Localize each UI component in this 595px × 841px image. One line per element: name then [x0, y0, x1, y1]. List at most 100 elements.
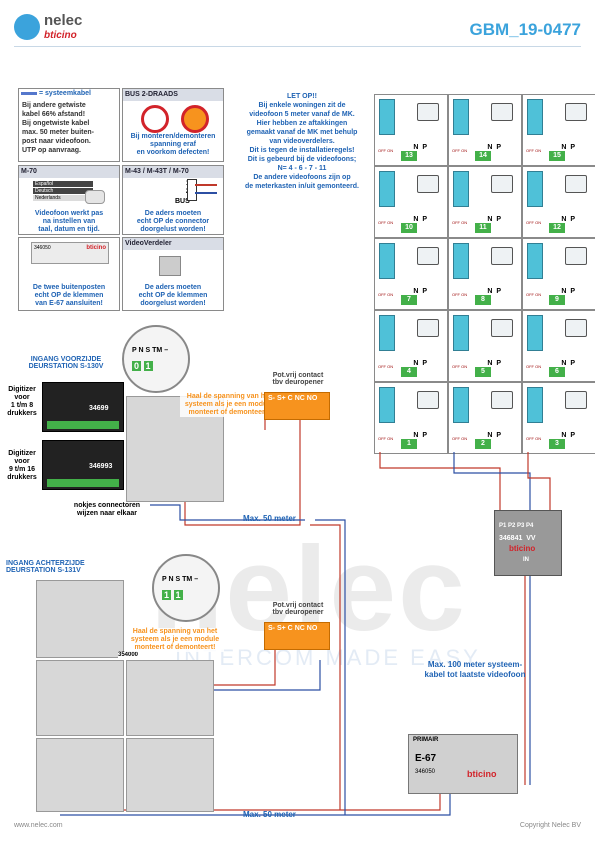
np-label: N P: [487, 144, 501, 151]
pot-terminal: C: [287, 625, 293, 632]
m70-line: Videofoon werkt pas: [34, 210, 104, 217]
switch-label: OFF ON: [452, 364, 468, 369]
monitor-icon: [565, 247, 587, 265]
header-rule: [14, 46, 581, 47]
logo-sub: bticino: [44, 30, 77, 41]
zoom-label: S: [145, 347, 151, 354]
logo-mark-icon: [14, 14, 40, 40]
note-line: N= 4 - 6 - 7 - 11: [277, 165, 327, 172]
haal-warning-rear: Haal de spanning van het systeem als je …: [126, 628, 224, 652]
max50-rear: Max. 50 meter: [243, 810, 296, 819]
switch-label: OFF ON: [526, 364, 542, 369]
vv-module: P1 P2 P3 P4 346841 VV bticino IN: [494, 510, 562, 576]
apartment-number: 3: [549, 439, 565, 449]
pot-terminal: S+: [276, 395, 286, 402]
module-icon: [527, 171, 543, 207]
monitor-icon: [417, 103, 439, 121]
zoom-label: N: [138, 347, 144, 354]
m43-title: M-43 / M-43T / M-70: [123, 166, 223, 178]
note-title: LET OP!!: [287, 93, 317, 100]
np-label: N P: [561, 216, 575, 223]
pot-label: Pot.vrij contact tbv deuropener: [272, 372, 324, 386]
wire-icon: [195, 184, 217, 186]
np-label: N P: [487, 360, 501, 367]
vv-box: VideoVerdeler De aders moeten echt OP de…: [122, 237, 224, 311]
bp-line: echt OP de klemmen: [34, 292, 104, 299]
systeemkabel-title: = systeemkabel: [21, 90, 91, 97]
systeemkabel-box: = systeemkabel Bij andere getwiste kabel…: [18, 88, 120, 162]
np-label: N P: [413, 360, 427, 367]
pot-contact-block: S- S+ C NC NO: [264, 392, 330, 420]
apartment-number: 6: [549, 367, 565, 377]
module-part-number: 34699: [89, 405, 109, 412]
bus-line: Bij monteren/demonteren: [130, 133, 216, 140]
np-label: N P: [561, 288, 575, 295]
system-cable-grid: [453, 452, 531, 510]
vv-line: doorgelust worden!: [140, 300, 206, 307]
monitor-icon: [491, 319, 513, 337]
pot-terminal: C: [287, 395, 293, 402]
zoom-value: 1: [143, 361, 153, 371]
np-label: N P: [561, 432, 575, 439]
pot-contact-block: S- S+ C NC NO: [264, 622, 330, 650]
zoom-label: TM: [152, 347, 163, 354]
warning-note: LET OP!! Bij enkele woningen zit de vide…: [232, 92, 372, 191]
bp-line: van E-67 aansluiten!: [35, 300, 103, 307]
pot-label: Pot.vrij contact tbv deuropener: [272, 602, 324, 616]
note-line: Dit is gebeurd bij de videofoons;: [247, 156, 357, 163]
logo-name: nelec: [44, 12, 83, 29]
zoom-label: –: [194, 576, 199, 583]
front-title: INGANG VOORZIJDE DEURSTATION S-130V: [28, 356, 104, 370]
rear-title: INGANG ACHTERZIJDE DEURSTATION S-131V: [6, 560, 85, 574]
module-icon: [379, 171, 395, 207]
m43-line: doorgelust worden!: [140, 226, 206, 233]
pot-terminal: NC: [294, 395, 305, 402]
system-cable-grid: [379, 452, 501, 510]
m70-line: na instellen van: [42, 218, 96, 225]
module-icon: [379, 387, 395, 423]
wire-icon: [195, 192, 217, 194]
m70-line: taal, datum en tijd.: [38, 226, 100, 233]
terminal-strip: [47, 479, 119, 487]
np-label: N P: [561, 144, 575, 151]
vv-port: P4: [526, 523, 534, 529]
menu-option: Español: [33, 181, 93, 187]
switch-label: OFF ON: [452, 292, 468, 297]
zoom-value: 0: [132, 361, 142, 371]
monitor-icon: [417, 319, 439, 337]
module-icon: [453, 243, 469, 279]
menu-option-selected: Nederlands: [33, 195, 93, 201]
vv-brand: bticino: [509, 544, 536, 553]
apartment-number: 11: [475, 223, 491, 233]
apartment-number: 4: [401, 367, 417, 377]
bp-line: De twee buitenposten: [32, 284, 106, 291]
videoverdeler-icon: [159, 256, 181, 276]
monitor-icon: [491, 103, 513, 121]
np-label: N P: [413, 216, 427, 223]
vv-label: VV: [526, 535, 536, 542]
m43-box: M-43 / M-43T / M-70 1 2 BUS De aders moe…: [122, 165, 224, 235]
nokjes-label: nokjes connectoren wijzen naar elkaar: [73, 502, 141, 517]
footer-copyright: Copyright Nelec BV: [519, 822, 581, 829]
terminal-label: BUS: [175, 198, 190, 205]
pot-terminal: NO: [306, 395, 318, 402]
apartment-number: 14: [475, 151, 491, 161]
vv-line: De aders moeten: [144, 284, 202, 291]
module-icon: [379, 315, 395, 351]
switch-label: OFF ON: [526, 220, 542, 225]
module-icon: [527, 315, 543, 351]
wire-blue: [315, 519, 346, 815]
deurstation-rear-module: [36, 660, 124, 736]
note-line: gemaakt vanaf de MK met behulp: [246, 129, 358, 136]
module-icon: [527, 243, 543, 279]
vv-in: IN: [523, 557, 529, 563]
zoom-label: TM: [182, 576, 193, 583]
wire-red: [310, 524, 341, 810]
zoom-value: 1: [173, 590, 183, 600]
